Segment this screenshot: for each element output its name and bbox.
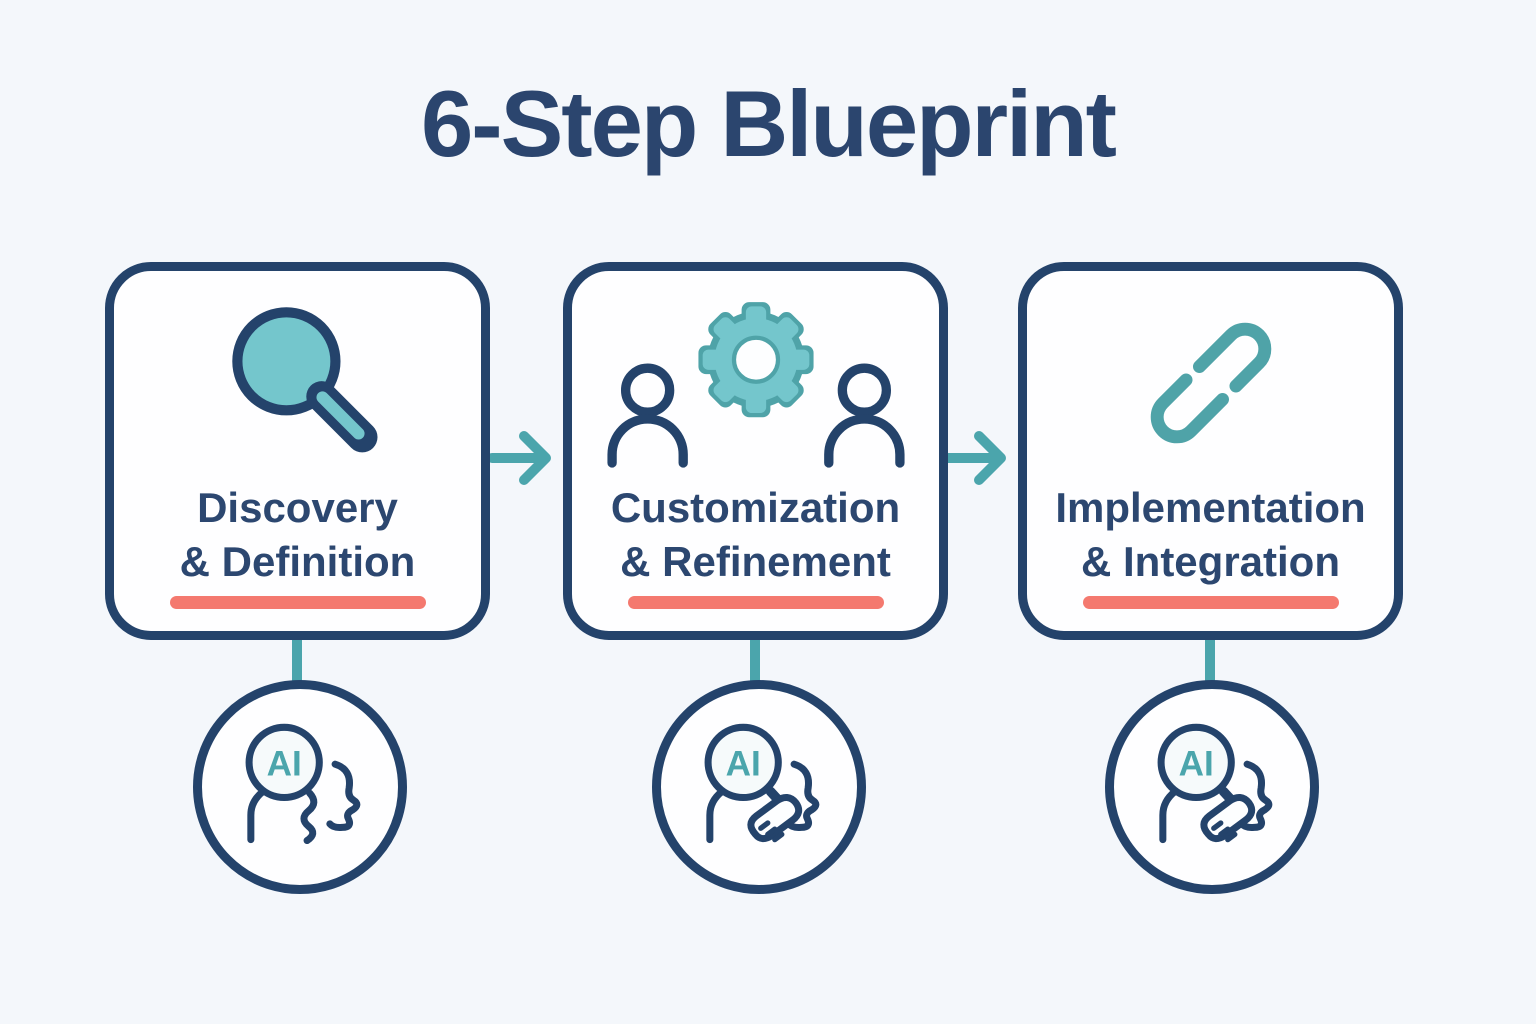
chain-link-icon — [1027, 285, 1394, 481]
accent-underline — [1082, 596, 1339, 609]
ai-node: AI — [1105, 680, 1319, 894]
right-arrow-icon — [486, 426, 564, 495]
right-arrow-icon — [941, 426, 1019, 495]
ai-node: AI — [652, 680, 866, 894]
step-label-line: & Definition — [179, 537, 416, 585]
magnifier-icon — [114, 285, 481, 481]
step-label-line: Implementation — [1055, 484, 1366, 531]
connector-line — [292, 630, 302, 686]
ai-magnifier-hand-face-icon: AI — [704, 723, 820, 844]
page-title: 6-Step Blueprint — [421, 71, 1117, 176]
ai-label: AI — [726, 745, 761, 784]
gear-people-icon — [572, 285, 939, 481]
ai-magnifier-face-icon: AI — [245, 723, 361, 845]
ai-label: AI — [267, 745, 302, 784]
step-card-discovery: Discovery & Definition — [105, 262, 490, 640]
step-label-line: Customization — [610, 484, 901, 531]
step-label: Discovery & Definition — [114, 481, 481, 589]
connector-line — [750, 630, 760, 686]
connector-line — [1205, 630, 1215, 686]
step-label: Customization & Refinement — [572, 481, 939, 589]
accent-underline — [627, 596, 884, 609]
ai-node: AI — [193, 680, 407, 894]
step-card-customization: Customization & Refinement — [563, 262, 948, 640]
step-label-line: & Integration — [1081, 537, 1340, 585]
step-label-line: Discovery — [197, 484, 398, 531]
step-label-line: & Refinement — [620, 537, 891, 585]
accent-underline — [169, 596, 426, 609]
ai-magnifier-hand-face-icon: AI — [1157, 723, 1273, 844]
step-label: Implementation & Integration — [1027, 481, 1394, 589]
step-card-implementation: Implementation & Integration — [1018, 262, 1403, 640]
ai-label: AI — [1179, 745, 1214, 784]
